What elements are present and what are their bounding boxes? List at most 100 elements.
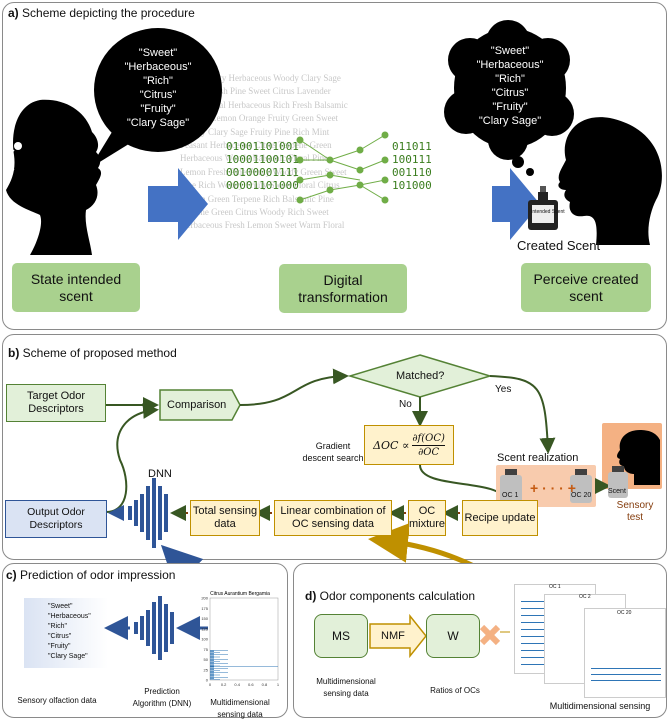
panel-a-title: a) Scheme depicting the procedure	[8, 6, 195, 20]
scent-label: Scent	[608, 488, 626, 495]
thought-bubble	[444, 20, 574, 176]
neural-net-icon	[296, 131, 389, 204]
spectrum-bar	[210, 659, 214, 661]
spectrum-bar	[210, 675, 214, 676]
word-cloud: Sweet Minty Herbaceous Woody Clary Sage …	[180, 73, 348, 231]
spectrum-bar	[210, 660, 214, 661]
multidimensional-sensing-label: Multidimensional sensing data	[210, 698, 270, 719]
spectrum-bar	[210, 676, 214, 677]
spectrum-bar	[210, 650, 214, 652]
spectrum-bar	[210, 665, 214, 666]
spectrum-bar	[210, 679, 220, 680]
spectrum-bar	[210, 668, 228, 669]
spectrum-xtick-label: 0.8	[262, 682, 268, 687]
spectrum-ytick-label: 25	[204, 667, 209, 672]
spectrum-xtick-label: 1	[277, 682, 280, 687]
oc20-label: OC 20	[571, 492, 592, 499]
scent-bottle-icon	[608, 466, 628, 498]
ms-caption: Multidimensional sensing data	[316, 677, 376, 698]
spectrum-ytick-label: 175	[201, 606, 208, 611]
recipe-update-box: Recipe update	[462, 500, 538, 536]
bottle-label: Intended Scent	[531, 209, 565, 215]
spectrum-bar	[210, 650, 228, 651]
multidimensional-caption: Multidimensional sensing	[549, 701, 651, 711]
spectrum-bar	[210, 678, 214, 679]
oc-chart-2-title: OC 2	[579, 594, 591, 600]
spectrum-chart-title: Citrus Aurantium Bergamia	[210, 591, 270, 597]
total-sensing-data-box: Total sensing data	[190, 500, 260, 536]
spectrum-bar	[210, 652, 220, 653]
w-box: W	[426, 614, 480, 658]
output-odor-descriptors-box: Output Odor Descriptors	[5, 500, 107, 538]
spectrum-bar	[210, 653, 214, 654]
speech-bubble	[90, 28, 222, 168]
spectrum-bar	[210, 663, 228, 664]
small-head-icon	[617, 430, 660, 485]
spectrum-chart-bars	[210, 650, 278, 680]
gradient-formula-box: ΔOC ∝ ∂f(OC) ∂OC	[364, 425, 454, 465]
spectrum-bar	[210, 662, 214, 663]
oc-chart-3-bars	[591, 663, 661, 683]
no-label: No	[399, 399, 412, 410]
spectrum-bar	[210, 669, 214, 670]
spectrum-bar	[210, 677, 214, 679]
spectrum-xtick-label: 0.6	[248, 682, 254, 687]
odor-words-box	[24, 598, 108, 668]
spectrum-bar	[210, 670, 220, 671]
spectrum-bar	[210, 661, 220, 662]
sensory-test-label: Sensory test	[616, 500, 654, 523]
plus-dots: + · · · +	[530, 480, 576, 496]
spectrum-xtick-label: 0	[209, 682, 212, 687]
spectrum-bar	[210, 672, 228, 673]
panel-b-title: b) Scheme of proposed method	[8, 346, 177, 360]
oc1-bottle-icon	[500, 469, 522, 503]
oc-chart-3: OC 20	[584, 608, 666, 698]
spectrum-bar	[210, 656, 214, 657]
spectrum-ytick-label: 125	[201, 626, 208, 631]
oc1-label: OC 1	[502, 492, 519, 499]
woman-head-icon	[6, 99, 102, 255]
binary-left: 01001101001 10001100101 00100001111 0000…	[226, 140, 299, 192]
man-head-icon	[558, 117, 662, 245]
ms-box: MS	[314, 614, 368, 658]
spectrum-ytick-label: 0	[206, 678, 209, 683]
spectrum-bar	[210, 655, 214, 656]
arrow-2-icon	[492, 168, 540, 240]
step-digital-transformation: Digital transformation	[279, 264, 407, 313]
oc-chart-1-title: OC 1	[549, 584, 561, 590]
spectrum-ytick-label: 75	[204, 647, 209, 652]
odor-words: "Sweet" "Herbaceous" "Rich" "Citrus" "Fr…	[48, 603, 91, 660]
spectrum-xtick-label: 0.4	[234, 682, 240, 687]
spectrum-ytick-label: 100	[201, 637, 208, 642]
prediction-dnn-icon	[134, 596, 174, 660]
spectrum-bar	[210, 674, 214, 675]
spectrum-chart: Citrus Aurantium Bergamia 0 25 50 75 100 125 1…	[201, 591, 280, 687]
spectrum-bar	[210, 654, 228, 655]
panel-d-title: d) Odor components calculation	[305, 589, 476, 603]
spectrum-bar	[210, 666, 214, 667]
prediction-algorithm-label: Prediction Algorithm (DNN)	[132, 687, 192, 708]
spectrum-bar	[210, 667, 214, 668]
comparison-label: Comparison	[167, 399, 227, 411]
spectrum-bar	[210, 653, 214, 655]
matched-label: Matched?	[396, 370, 445, 382]
panel-c-title: c) Prediction of odor impression	[6, 568, 176, 582]
comparison-shape	[159, 389, 241, 421]
nmf-arrow	[369, 613, 427, 659]
sensory-olfaction-label: Sensory olfaction data	[17, 696, 97, 705]
nmf-label: NMF	[381, 630, 405, 642]
spectrum-ytick-label: 50	[204, 657, 209, 662]
spectrum-bar	[210, 658, 214, 659]
created-scent-label: Created Scent	[517, 238, 601, 253]
perfume-bottle-icon	[528, 186, 558, 230]
thought-words: "Sweet" "Herbaceous" "Rich" "Citrus" "Fr…	[476, 45, 544, 127]
spectrum-bar	[210, 677, 228, 678]
spectrum-bar	[210, 674, 220, 676]
multiply-icon	[479, 624, 501, 646]
w-caption: Ratios of OCs	[430, 686, 480, 695]
scent-realization-label: Scent realization	[497, 452, 579, 464]
